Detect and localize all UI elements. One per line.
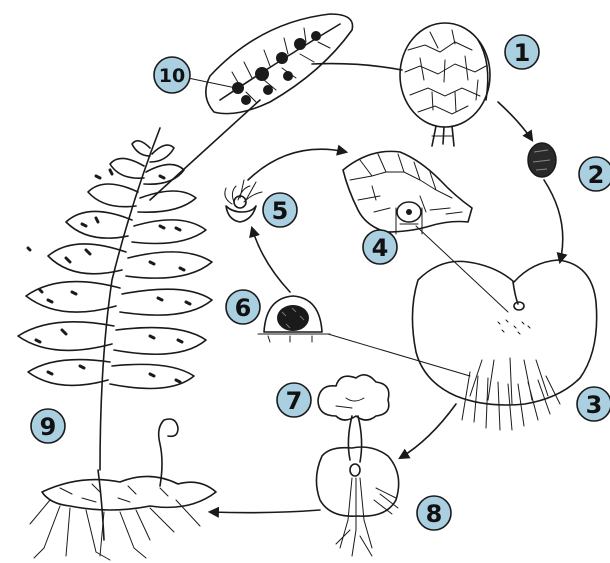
label-badge-2: 2: [579, 157, 610, 191]
label-badge-10: 10: [154, 57, 190, 93]
label-badge-5: 5: [263, 193, 297, 227]
label-badge-9: 9: [31, 409, 65, 443]
line-frond-to-pinna: [150, 100, 260, 200]
label-10: 10: [159, 65, 185, 87]
arrow-sporophyte-to-fern: [210, 510, 320, 513]
label-8: 8: [426, 500, 443, 528]
spore-drawing: [528, 143, 556, 177]
label-1: 1: [514, 39, 531, 67]
label-7: 7: [286, 387, 303, 415]
arrow-antheridium-to-sperm: [252, 228, 290, 292]
leader-10-to-sori: [188, 78, 236, 88]
label-badge-6: 6: [226, 290, 260, 324]
line-pinna-to-sporangium: [312, 64, 402, 70]
label-4: 4: [372, 234, 389, 262]
arrow-sperm-to-archegonium: [248, 149, 346, 180]
antheridium-drawing: [258, 296, 330, 342]
label-badge-1: 1: [505, 35, 539, 69]
label-9: 9: [40, 413, 57, 441]
archegonium-drawing: [343, 151, 472, 234]
label-badge-7: 7: [277, 383, 311, 417]
label-3: 3: [586, 391, 603, 419]
label-5: 5: [272, 197, 289, 225]
label-badge-4: 4: [363, 230, 397, 264]
arrow-prothallium-to-sporophyte: [400, 404, 456, 458]
fern-frond-drawing: [18, 128, 212, 540]
leader-6-to-prothallium: [328, 334, 470, 376]
prothallium-drawing: [412, 260, 596, 430]
sporangium-drawing: [400, 23, 490, 146]
label-badge-8: 8: [417, 496, 451, 530]
label-6: 6: [235, 294, 252, 322]
arrow-sporangium-to-spore: [498, 102, 532, 140]
arrow-spore-to-prothallium: [544, 180, 563, 262]
young-sporophyte-drawing: [316, 375, 398, 556]
label-badge-3: 3: [577, 387, 610, 421]
label-2: 2: [588, 161, 605, 189]
antherozoid-drawing: [225, 180, 262, 222]
